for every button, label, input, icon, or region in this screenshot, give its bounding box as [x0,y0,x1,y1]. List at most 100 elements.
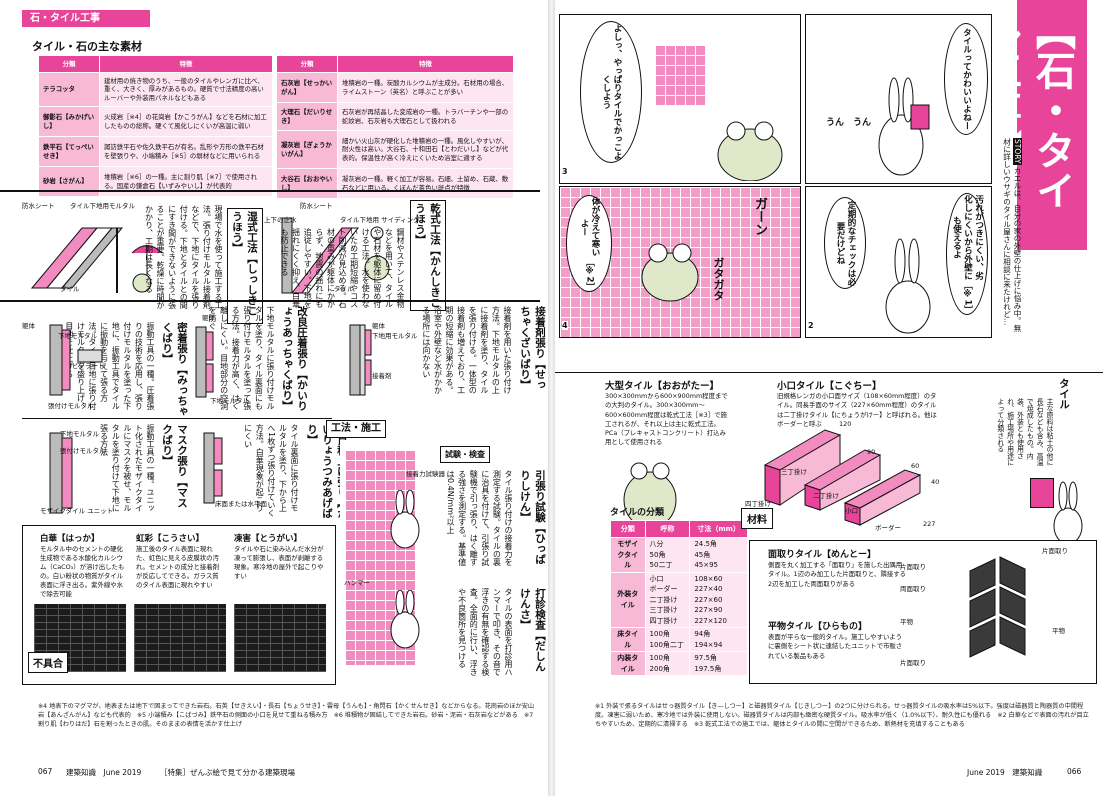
hippari-title: 引張り試験【ひっぱりしけん】 [519,470,546,565]
header-feature: 特徴 [337,55,514,73]
label-bousui: 防水シート [22,202,55,210]
cls-name: 100角二丁 [649,640,684,649]
cls-names: 小口ボーダー二丁掛け三丁掛け四丁掛け [644,571,691,628]
balloon-p4: 体が冷えて寒いよー［※2］ [566,195,612,292]
zairyou-label: 材料 [741,508,773,529]
sfx-1: ガーン [752,197,767,236]
cls-name: 200角 [649,664,670,673]
mittyaku-title: 密着張り【みっちゃくばり】 [161,322,188,417]
cls-category: 床タイル [610,627,646,652]
dry-method-title: 乾式工法【かんしきこうほう】 [410,200,446,311]
p2-note: ［※1］ [962,281,973,314]
left-page: 石・タイル工事 タイル・石の主な素材 分類特徴 テラコッタ建材用の焼き物のうち、… [0,0,548,796]
material-name: 大谷石【おおやいし】 [276,168,338,199]
label-hammer: ハンマー [344,579,370,587]
mittyaku-diagram [49,324,103,396]
ogata-title: 大型タイル【おおがたー】 [605,381,720,392]
dim-120: 120 [839,420,852,428]
cls-name: 100角 [649,630,670,638]
left-magazine: 建築知識 June 2019 [66,768,142,777]
dashin-title: 打診検査【だしんけんさ】 [519,588,546,672]
cls-name: 50二丁 [649,561,673,569]
cls-sizes: 94角 194×94 [689,627,748,652]
balloon-p1: タイルってかわいいよねー [944,23,988,135]
frog-illustration-2 [623,462,677,529]
label-setchaku: 接着剤 [372,372,392,380]
cls-header-category: 分類 [610,520,646,538]
mask-diagram [49,432,73,514]
divider [0,190,540,192]
touhai-texture [234,604,326,672]
label-siding: タイル下地用 サイディング [340,216,420,224]
story-label: STORY [1013,138,1022,165]
cls-size: 227×40 [694,585,723,593]
comic-panel-2: 汚れがつきにくい、劣化しにくいから外壁にも使えるよ［※1］ 定期的なチェックは必… [805,186,992,338]
cls-size: 94角 [694,630,711,638]
sekkyaku-diagram [349,324,372,396]
kouhou-label: 工法・施工 [326,420,386,438]
cls-row: 床タイル 100角 100角二丁 94角 194×94 [610,627,748,652]
material-desc: 堆積岩［※6］の一種。主に割り肌［※7］で使用される。国産の鎌倉石【いずみやいし… [99,166,273,197]
classification-title: タイルの分類 [610,508,665,518]
panel-number-3: 3 [562,167,568,176]
divider [555,372,1103,373]
cls-size: 108×60 [694,574,723,583]
material-name: 砂岩【さがん】 [38,166,100,197]
kairyou-tsumi-diagram [203,432,223,504]
mentori-box: 面取りタイル【めんとー】 側面を丸く加工する「面取り」を施した出隅用タイル。1辺… [749,540,1097,684]
material-name: 石灰岩【せっかいがん】 [276,72,338,103]
hippari-body: タイル張り付けの接着力を測定する試験。タイルの裏に治具を付けて、引張り試験機で引… [446,470,513,566]
cls-header-name: 呼称 [644,520,691,538]
label-haritsuke-1: 張付けモルタル [48,402,94,410]
tile-title: タイル [1058,378,1070,410]
materials-table-left: 分類特徴 テラコッタ建材用の焼き物のうち、一般のタイルやレンガに比べ、重く、大き… [38,55,273,197]
cls-name: 四丁掛け [649,616,678,625]
dim-90: 90 [867,448,876,456]
right-footnotes: ※1 外装で張るタイルはせっ器質タイル【き—しつー】と磁器質タイル【じきしつー】… [595,703,1089,728]
label-uwanuri: 上下の止水 [264,216,297,224]
label-tile: タイル [60,285,80,293]
mentori-body: 側面を丸く加工する「面取り」を施した出隅用タイル。1辺のみ加工した片面取りと、隣… [768,561,907,588]
p4-text: 体が冷えて寒いよー [579,197,601,257]
comic-panel-4: 体が冷えて寒いよー［※2］ ガーン ガタガタ 4 [559,186,801,338]
label-shita-mortar2: 下地用モルタル [372,332,418,340]
shiken-area: 試験・検査 接着力試験器 ハンマー [340,440,540,680]
right-page: 【石・タイル工事】 STORY カエルは、自分の家の外壁の仕上げに悩み中。無材に… [555,0,1103,796]
material-desc: 火成岩［※4］の花崗岩【かこうがん】などを石材に加工したものの総称。硬くて風化し… [99,106,273,137]
label-tile-mortar: タイル下地用モルタル [70,202,135,210]
mentori-title: 面取りタイル【めんとー】 [768,550,877,560]
label-bousui-dry: 防水シート [300,202,333,210]
hakka-title: 白華【はっか】 [40,534,100,544]
kairyou-tsumi-body: タイル裏面に張り付けモルタルを塗り、下から上へ1枚ずつ張り付けていく方法。白華現… [243,424,299,518]
size-bo: ボーダー [875,524,901,532]
material-desc: 堆積岩の一種。炭酸カルシウムが主成分。石材用の場合、ライムストーン（英名）と呼ぶ… [337,72,514,103]
mask-title: マスク張り【マスクばり】 [161,424,188,508]
label-bira: ビブラート [72,362,105,370]
left-feature-title: ［特集］ぜんぶ絵で見て分かる建築現場 [160,768,295,777]
niji-texture [134,604,226,672]
size-ni: 二丁掛け [813,492,839,500]
tile-body: 主な原料は粘土の他に長石なども含み、高温で焼成したもの。内装、外装とも使用され、… [995,398,1053,466]
divider [22,418,332,419]
label-tool: 接着力試験器 [406,470,445,478]
cls-header-size: 寸法（mm） [689,520,748,538]
dim-227: 227 [923,520,936,528]
size-san: 三丁掛け [781,468,807,476]
material-name: テラコッタ [38,72,100,107]
face-kata-3: 片面取り [900,659,926,667]
material-name: 大理石【だいりせき】 [276,102,338,131]
touhai-body: タイルや石に染み込んだ水分が凍って膨張し、表面が剥離する現象。寒冷地の屋外で起こ… [234,545,324,580]
gutter [548,0,555,796]
dim-60: 60 [911,462,920,470]
heimono-body: 表面が平らな一般的タイル。施工しやすいように裏側をシート状に連結したユニットで市… [768,633,903,660]
wet-method-diagram [30,227,163,293]
kogushi-title: 小口タイル【こぐちー】 [777,381,882,392]
cls-name: 100角 [649,654,670,662]
rabbit-hammer-illustration [390,590,420,649]
balloon-p3: よしっ、やっぱりタイルでかっこよくしよう [580,21,642,163]
rabbit-illustration-2 [885,238,931,334]
cls-size: 194×94 [694,640,723,649]
